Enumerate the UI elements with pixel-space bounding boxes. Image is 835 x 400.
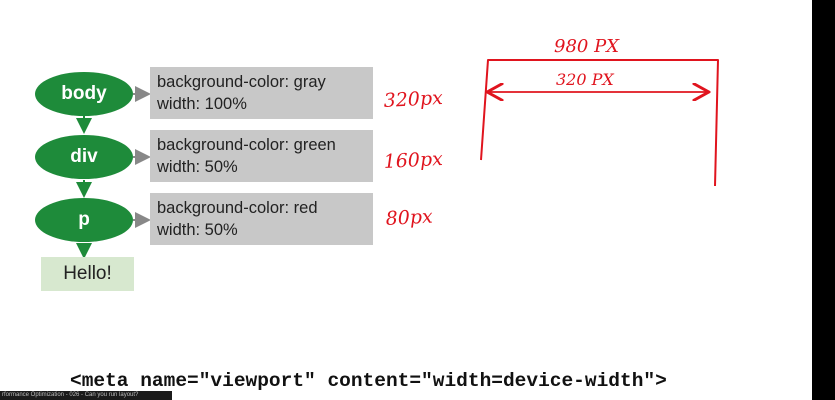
prop-line: background-color: gray [157, 73, 326, 91]
prop-line: width: 100% [157, 95, 247, 113]
node-body-label: body [61, 83, 107, 104]
node-body: body [35, 72, 133, 116]
sketch-inner-width-label: 320 PX [556, 70, 614, 89]
props-p: background-color: red width: 50% [150, 193, 373, 245]
props-body: background-color: gray width: 100% [150, 67, 373, 119]
annotation-body-width: 320px [383, 87, 443, 112]
prop-line: width: 50% [157, 221, 238, 239]
tree-connectors [76, 86, 151, 259]
sketch-outer-frame [480, 59, 719, 187]
node-p: p [35, 198, 133, 242]
meta-viewport-code: <meta name="viewport" content="width=dev… [70, 370, 667, 392]
node-div: div [35, 135, 133, 179]
annotation-div-width: 160px [383, 148, 443, 173]
node-div-label: div [70, 146, 98, 167]
props-div: background-color: green width: 50% [150, 130, 373, 182]
text-node-hello: Hello! [41, 257, 134, 291]
prop-line: background-color: red [157, 199, 318, 217]
right-edge-bar [812, 0, 835, 400]
annotation-p-width: 80px [385, 206, 433, 230]
video-caption: rformance Optimization - 026 - Can you r… [0, 391, 172, 400]
text-node-label: Hello! [63, 263, 112, 284]
prop-line: background-color: green [157, 136, 336, 154]
sketch-outer-width-label: 980 PX [554, 36, 620, 57]
handwritten-annotations: 320px 160px 80px 980 PX 320 PX [383, 36, 719, 230]
prop-line: width: 50% [157, 158, 238, 176]
node-p-label: p [78, 209, 90, 230]
